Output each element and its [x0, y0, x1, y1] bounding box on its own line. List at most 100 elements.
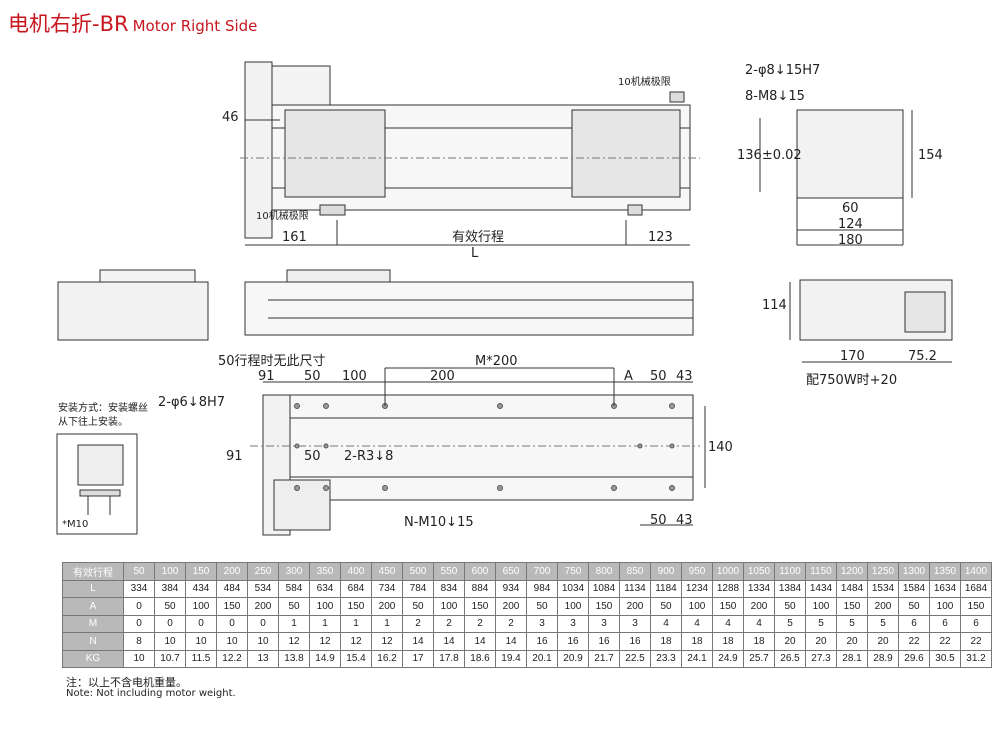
table-cell: 1584 [898, 579, 930, 598]
table-cell: 50 [154, 597, 186, 616]
table-cell: 100 [154, 562, 186, 581]
table-cell: 200 [247, 597, 279, 616]
table-cell: 434 [185, 579, 217, 598]
dim-161: 161 [282, 230, 307, 245]
table-cell: 0 [123, 597, 155, 616]
table-cell: 50 [278, 597, 310, 616]
table-cell: 150 [712, 597, 744, 616]
table-cell: 16 [619, 632, 651, 651]
table-cell: 22.5 [619, 649, 651, 668]
dim-114: 114 [762, 298, 787, 313]
table-cell: 0 [247, 614, 279, 633]
table-cell: 10 [185, 632, 217, 651]
table-cell: 14 [433, 632, 465, 651]
table-cell: 50 [650, 597, 682, 616]
table-cell: 20 [836, 632, 868, 651]
table-cell: 1250 [867, 562, 899, 581]
table-cell: 1 [340, 614, 372, 633]
table-cell: 934 [495, 579, 527, 598]
screw-holes-label: 8-M8↓15 [745, 89, 805, 104]
table-cell: 484 [216, 579, 248, 598]
table-cell: 450 [371, 562, 403, 581]
table-cell: 6 [929, 614, 961, 633]
table-cell: 10 [123, 649, 155, 668]
end-view: 2-φ8↓15H7 8-M8↓15 136±0.02 154 60 124 18… [737, 63, 943, 248]
table-cell: 1034 [557, 579, 589, 598]
table-cell: 20 [867, 632, 899, 651]
table-cell: 1050 [743, 562, 775, 581]
table-cell: 6 [960, 614, 992, 633]
table-cell: 14 [495, 632, 527, 651]
table-cell: 100 [929, 597, 961, 616]
table-cell: 20.1 [526, 649, 558, 668]
table-cell: 1 [278, 614, 310, 633]
table-cell: 1484 [836, 579, 868, 598]
table-cell: 150 [340, 597, 372, 616]
table-cell: 3 [526, 614, 558, 633]
dim-100: 100 [342, 369, 367, 384]
dim-75-2: 75.2 [908, 349, 937, 364]
table-cell: 15.4 [340, 649, 372, 668]
limit-label-bottom: 10机械极限 [256, 209, 309, 222]
table-cell: 1150 [805, 562, 837, 581]
dim-124: 124 [838, 217, 863, 232]
table-cell: 24.9 [712, 649, 744, 668]
table-cell: 18 [712, 632, 744, 651]
dim-170: 170 [840, 349, 865, 364]
table-cell: 50 [898, 597, 930, 616]
table-cell: 1288 [712, 579, 744, 598]
table-cell: 10 [154, 632, 186, 651]
table-cell: 50 [123, 562, 155, 581]
table-cell: 1384 [774, 579, 806, 598]
table-cell: 0 [154, 614, 186, 633]
row-header: N [62, 632, 124, 651]
row-header: 有效行程 [62, 562, 124, 581]
stroke-label: 有效行程 [452, 230, 504, 245]
table-cell: 50 [402, 597, 434, 616]
table-cell: 550 [433, 562, 465, 581]
table-cell: 5 [867, 614, 899, 633]
table-cell: 10 [216, 632, 248, 651]
table-cell: 17.8 [433, 649, 465, 668]
table-cell: 8 [123, 632, 155, 651]
table-cell: 150 [185, 562, 217, 581]
table-cell: 150 [216, 597, 248, 616]
table-cell: 11.5 [185, 649, 217, 668]
n-holes-label: N-M10↓15 [404, 515, 474, 530]
table-cell: 400 [340, 562, 372, 581]
table-cell: 734 [371, 579, 403, 598]
top-view: 46 10机械极限 10机械极限 161 有效行程 L 123 [222, 61, 700, 261]
table-cell: 3 [557, 614, 589, 633]
table-cell: 50 [526, 597, 558, 616]
table-cell: 22 [960, 632, 992, 651]
table-cell: 18 [681, 632, 713, 651]
table-cell: 350 [309, 562, 341, 581]
technical-drawing: 46 10机械极限 10机械极限 161 有效行程 L 123 2-φ8↓15H… [56, 61, 953, 536]
dim-50-mid: 50 [304, 449, 321, 464]
table-cell: 150 [588, 597, 620, 616]
table-cell: 16 [557, 632, 589, 651]
dim-43-top: 43 [676, 369, 693, 384]
table-cell: 100 [185, 597, 217, 616]
table-cell: 200 [743, 597, 775, 616]
dim-60: 60 [842, 201, 859, 216]
table-cell: 700 [526, 562, 558, 581]
note-750w: 配750W时+20 [806, 373, 897, 388]
table-cell: 250 [247, 562, 279, 581]
table-cell: 17 [402, 649, 434, 668]
dim-A: A [624, 369, 633, 384]
table-cell: 1634 [929, 579, 961, 598]
pin-holes-label: 2-φ8↓15H7 [745, 63, 820, 78]
row-header: A [62, 597, 124, 616]
dim-200: 200 [430, 369, 455, 384]
table-cell: 27.3 [805, 649, 837, 668]
dim-91-top: 91 [258, 369, 275, 384]
table-cell: 1684 [960, 579, 992, 598]
dim-91-mid: 91 [226, 449, 243, 464]
table-cell: 1434 [805, 579, 837, 598]
table-cell: 784 [402, 579, 434, 598]
table-cell: 0 [216, 614, 248, 633]
table-cell: 50 [774, 597, 806, 616]
